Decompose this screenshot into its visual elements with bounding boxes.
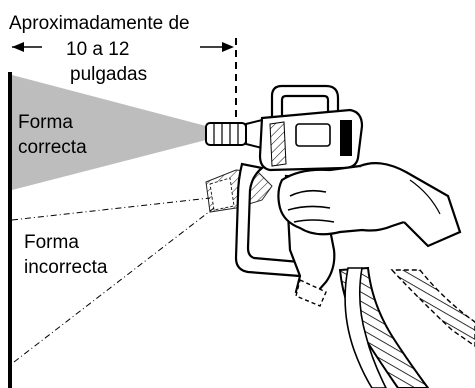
incorrect-spray-lines [11, 197, 215, 363]
distance-label-line1: Aproximadamente de [9, 13, 190, 34]
correct-spray-fan [12, 75, 206, 190]
incorrect-label-line1: Forma [24, 232, 79, 253]
hand-icon [277, 161, 462, 248]
distance-dimension [12, 38, 237, 130]
incorrect-label-line2: incorrecta [24, 257, 108, 278]
hose-icon [295, 266, 475, 388]
correct-label-line2: correcta [18, 137, 87, 158]
correct-label-line1: Forma [18, 112, 73, 133]
distance-label-line2: 10 a 12 [66, 39, 129, 60]
spray-tip-icon [205, 118, 263, 150]
distance-label-line3: pulgadas [70, 64, 147, 85]
